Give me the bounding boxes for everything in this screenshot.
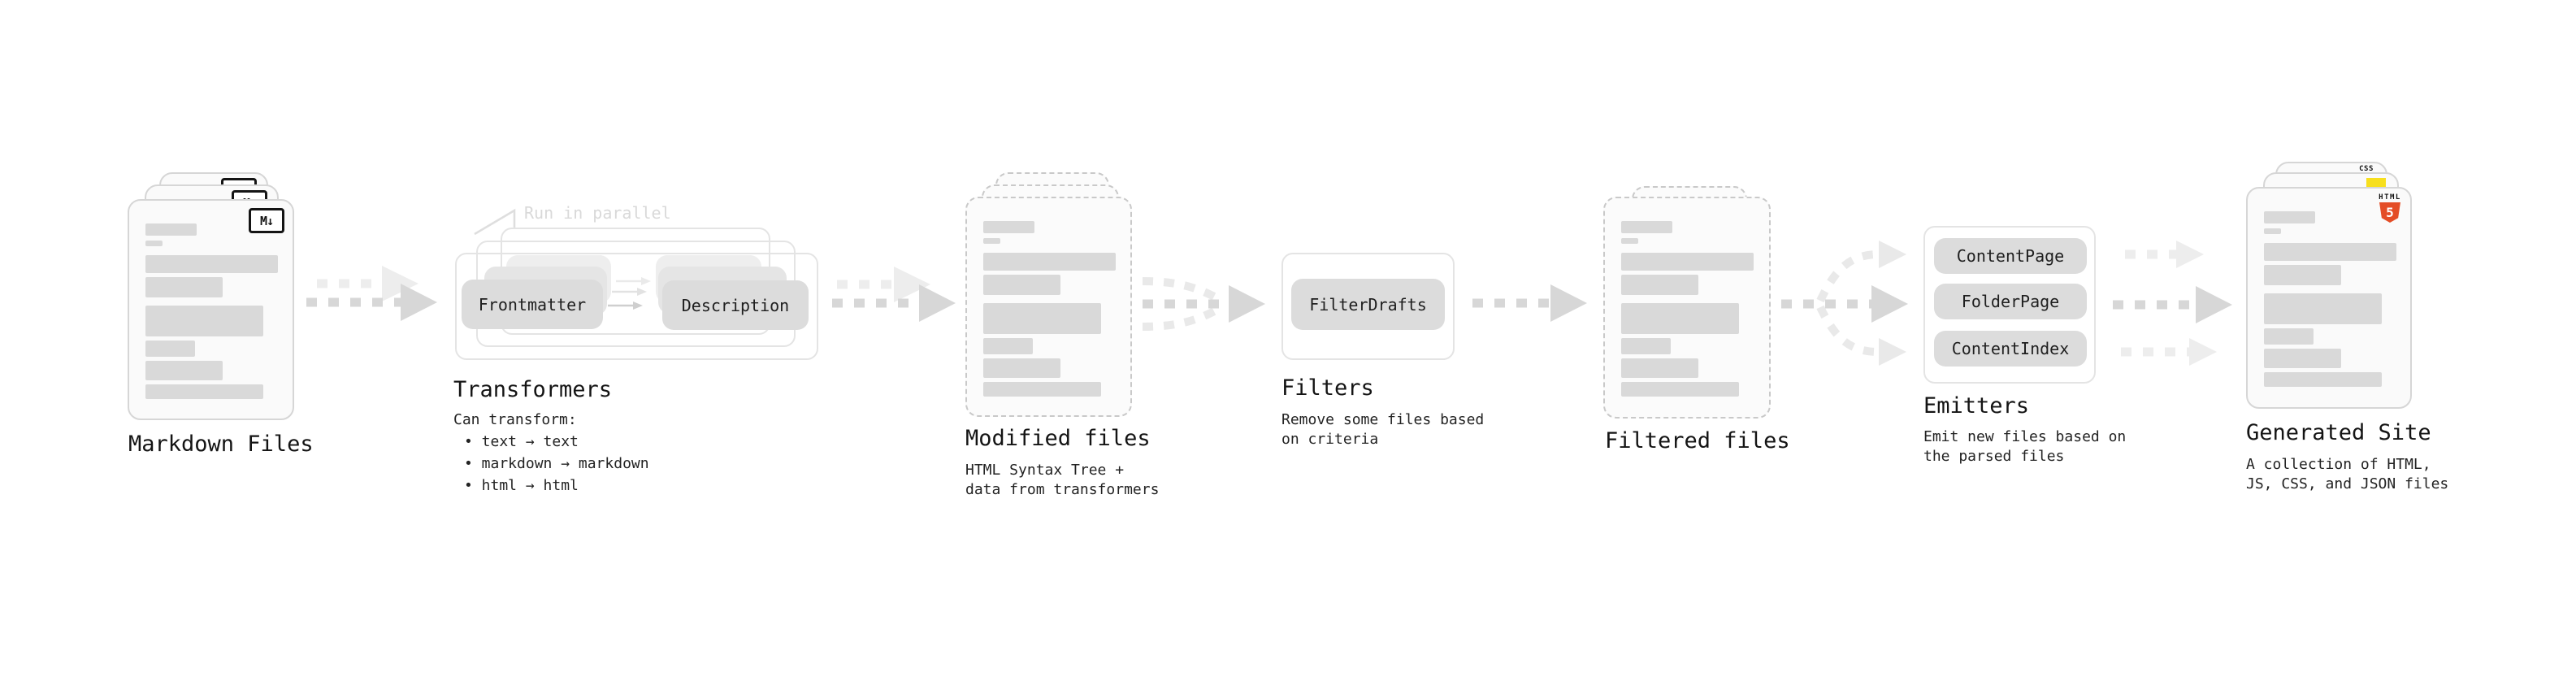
filters-heading: Filters	[1281, 375, 1374, 401]
generated-site-desc-line: JS, CSS, and JSON files	[2246, 475, 2449, 492]
run-in-parallel-callout-line	[474, 208, 516, 236]
modified-files-desc-line: HTML Syntax Tree +	[965, 462, 1125, 479]
arrow-markdown-to-transformers	[306, 266, 437, 321]
emitter-node-contentindex: ContentIndex	[1934, 331, 2087, 367]
emitters-desc-line: the parsed files	[1923, 448, 2065, 465]
emitters-box	[1923, 226, 2096, 384]
filters-desc-line: on criteria	[1281, 431, 1379, 448]
transformers-desc-line: • html → html	[464, 477, 579, 494]
transformers-box-front	[455, 253, 818, 360]
emitters-heading: Emitters	[1923, 393, 2030, 419]
transformers-desc-line: • markdown → markdown	[464, 455, 649, 472]
generated-site-label: Generated Site	[2246, 420, 2431, 445]
transformer-node-frontmatter: Frontmatter	[462, 280, 603, 329]
arrow-filters-to-filtered	[1472, 284, 1587, 322]
html5-file-icon: HTML 5	[2378, 193, 2402, 223]
markdown-files-label: Markdown Files	[128, 432, 314, 457]
arrow-modified-to-filters-merge	[1142, 277, 1265, 331]
emitter-node-contentpage: ContentPage	[1934, 238, 2087, 274]
filtered-doc-front	[1603, 197, 1771, 419]
generated-site-desc-line: A collection of HTML,	[2246, 456, 2431, 473]
filtered-files-label: Filtered files	[1605, 428, 1790, 453]
generated-doc-html: HTML 5	[2246, 187, 2412, 409]
transformer-node-description: Description	[662, 280, 809, 330]
modified-files-label: Modified files	[965, 426, 1151, 451]
run-in-parallel-label: Run in parallel	[524, 203, 671, 223]
markdown-icon: M↓	[249, 208, 284, 233]
filter-node-filterdrafts: FilterDrafts	[1291, 279, 1445, 330]
transformers-desc-line: • text → text	[464, 433, 579, 450]
markdown-doc-front: M↓	[128, 199, 294, 420]
emitter-node-folderpage: FolderPage	[1934, 284, 2087, 319]
arrow-filtered-to-emitters-split	[1781, 241, 1908, 366]
transformers-heading: Transformers	[453, 377, 613, 402]
filters-box	[1281, 253, 1455, 360]
emitters-desc-line: Emit new files based on	[1923, 428, 2127, 445]
modified-files-desc-line: data from transformers	[965, 481, 1160, 498]
filters-desc-line: Remove some files based	[1281, 411, 1485, 428]
modified-doc-front	[965, 197, 1132, 417]
arrow-transformers-to-modified	[832, 267, 956, 322]
transformers-desc-line: Can transform:	[453, 411, 577, 428]
transformer-internal-arrows	[608, 277, 651, 310]
arrow-emitters-to-generated	[2113, 241, 2232, 366]
